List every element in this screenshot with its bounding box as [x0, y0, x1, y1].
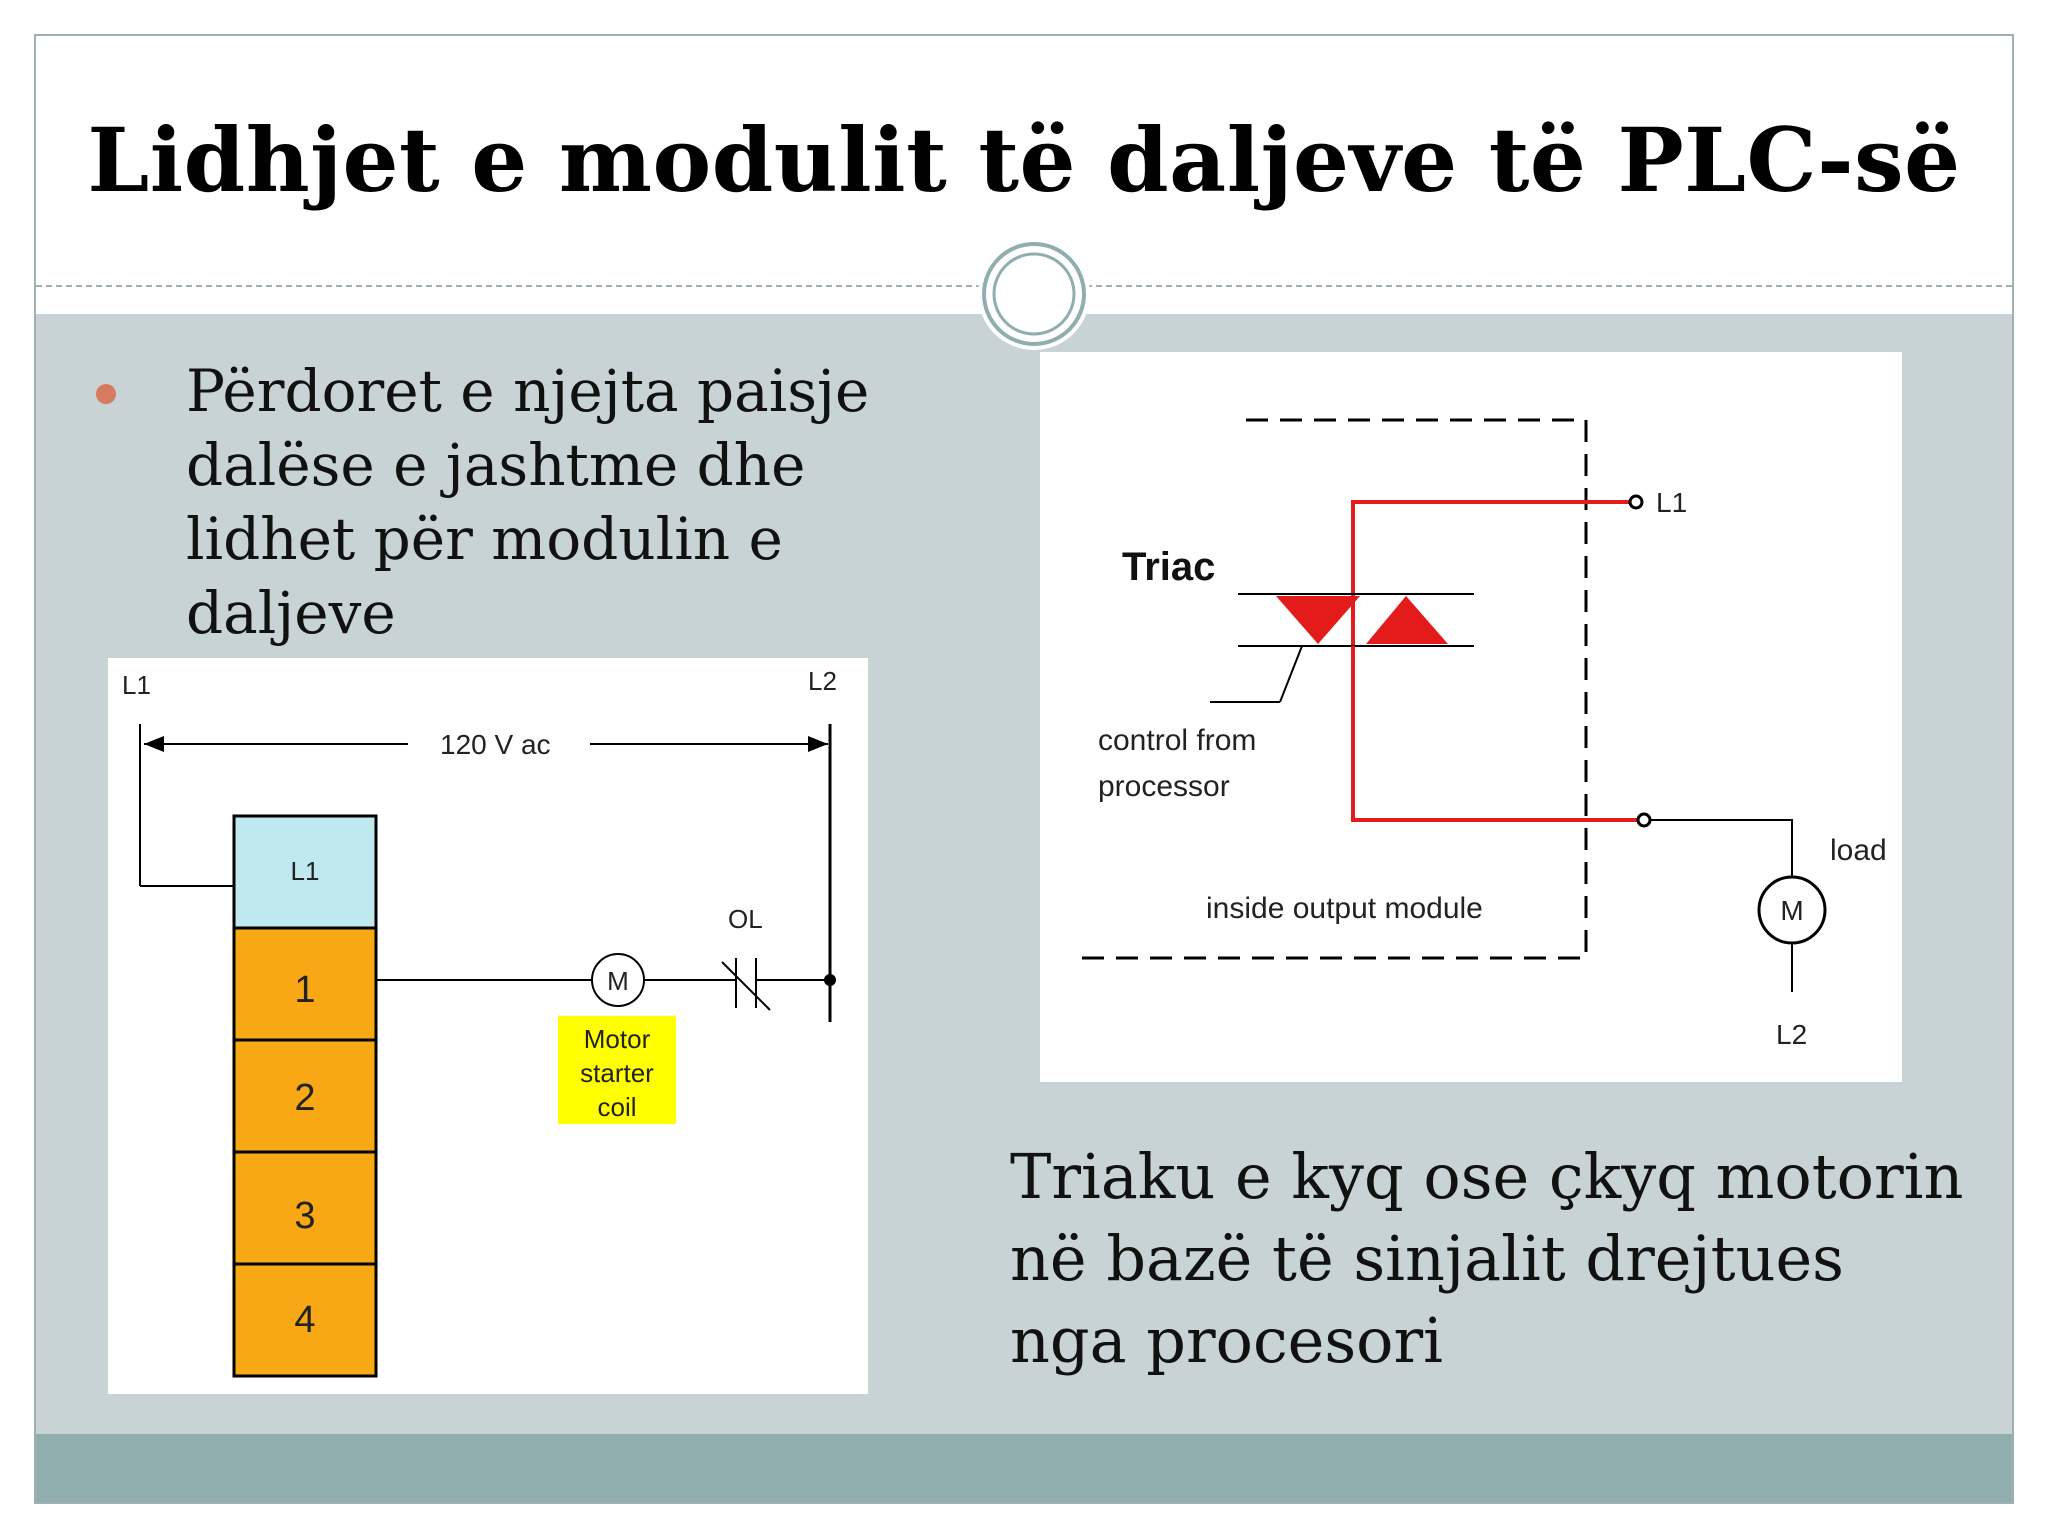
coil-label-line1: Motor — [584, 1024, 651, 1054]
left-l2-label: L2 — [808, 666, 837, 696]
triac-label: Triac — [1122, 545, 1215, 589]
terminal-2-label: 2 — [294, 1077, 315, 1119]
load-label: load — [1830, 834, 1887, 867]
bullet-dot-icon — [96, 384, 116, 404]
terminal-1 — [232, 926, 378, 1042]
divider-circle-icon — [978, 238, 1090, 350]
terminal-3-label: 3 — [294, 1195, 315, 1237]
bullet-text: Përdoret e njejta paisje dalëse e jashtm… — [186, 357, 870, 647]
coil-label-box — [558, 1016, 676, 1124]
footer-band — [36, 1434, 2012, 1502]
module-boundary — [1080, 418, 1588, 960]
caption-text: Triaku e kyq ose çkyq motorin në bazë të… — [1010, 1140, 1964, 1377]
voltage-label: 120 V ac — [440, 729, 551, 760]
control-label-line1: control from — [1098, 724, 1256, 757]
slide-title: Lidhjet e modulit të daljeve të PLC-së — [87, 108, 1961, 212]
terminal-2 — [232, 1038, 378, 1154]
terminal-3 — [232, 1150, 378, 1266]
triac-l2-label: L2 — [1776, 1019, 1807, 1050]
slide: Lidhjet e modulit të daljeve të PLC-së P… — [34, 34, 2014, 1504]
control-label-line2: processor — [1098, 770, 1230, 803]
module-header-label: L1 — [291, 856, 320, 886]
output-wiring-diagram: L1 L2 120 V ac L1 1 2 3 4 M OL — [108, 658, 868, 1394]
triac-diagram: L1 Triac control from processor M load L… — [1040, 352, 1902, 1082]
terminal-1-label: 1 — [294, 969, 315, 1011]
left-l1-label: L1 — [122, 670, 151, 700]
triac-symbol-icon — [1276, 596, 1360, 644]
terminal-4-label: 4 — [294, 1299, 315, 1341]
module-label: inside output module — [1206, 892, 1483, 925]
overload-label: OL — [728, 904, 763, 934]
load-motor-icon — [1757, 875, 1827, 945]
coil-label-line2: starter — [580, 1058, 654, 1088]
load-motor-label: M — [1780, 895, 1803, 926]
triac-l1-label: L1 — [1656, 487, 1687, 518]
terminal-4 — [232, 1262, 378, 1378]
coil-label-line3: coil — [597, 1092, 636, 1122]
motor-symbol-label: M — [607, 966, 629, 996]
